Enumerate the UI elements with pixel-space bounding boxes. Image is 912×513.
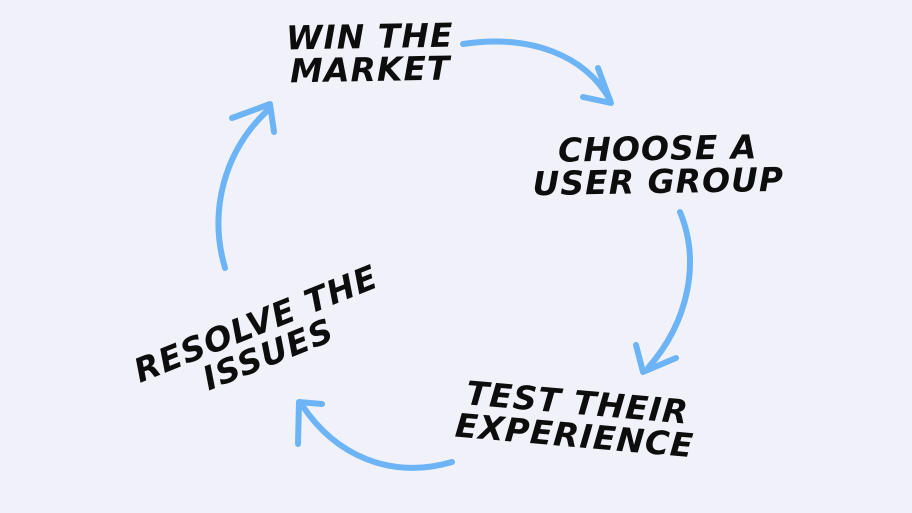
arrow-resolve-to-win: [215, 101, 277, 271]
arrow-test-to-resolve: [295, 399, 455, 471]
step-line: MARKET: [289, 48, 451, 91]
arrow-win-to-choose: [460, 38, 614, 106]
step-line: USER GROUP: [532, 159, 785, 204]
step-win-the-market: WIN THE MARKET: [279, 16, 460, 91]
step-choose-a-user-group: CHOOSE A USER GROUP: [527, 127, 788, 204]
arrow-choose-to-test: [633, 209, 693, 375]
